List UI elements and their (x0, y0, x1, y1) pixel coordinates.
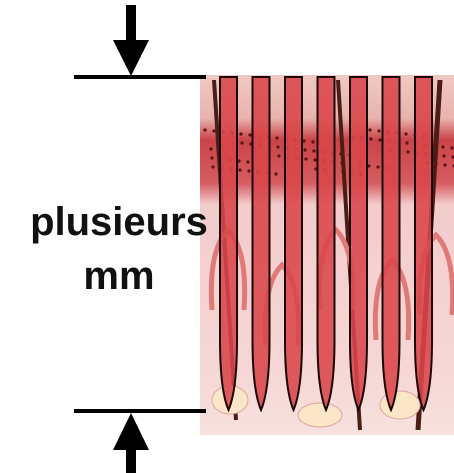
cell-dot (210, 156, 213, 159)
arrow-up-icon (113, 413, 149, 473)
cell-dot (443, 163, 446, 166)
cell-dot (313, 158, 316, 161)
cell-dot (434, 162, 437, 165)
microneedle (318, 77, 335, 410)
arrow-down-icon (113, 5, 149, 76)
cell-dot (405, 141, 408, 144)
cell-dot (275, 136, 278, 139)
cell-dot (404, 132, 407, 135)
cell-dot (238, 168, 241, 171)
cell-dot (276, 145, 279, 148)
cell-dot (378, 138, 381, 141)
cell-dot (274, 172, 277, 175)
microneedle (253, 77, 270, 410)
cell-dot (248, 133, 251, 136)
cell-dot (240, 141, 243, 144)
cell-dot (441, 145, 444, 148)
cell-dot (376, 165, 379, 168)
cell-dot (341, 170, 344, 173)
measurement-label-line1: plusieurs (0, 198, 238, 246)
microneedle (350, 77, 367, 410)
microneedle (415, 77, 432, 410)
cell-dot (212, 129, 215, 132)
cell-dot (433, 153, 436, 156)
cell-dot (209, 147, 212, 150)
cell-dot (312, 149, 315, 152)
cell-dot (311, 140, 314, 143)
cell-dot (406, 150, 409, 153)
measurement-label-line2: mm (0, 252, 238, 300)
cell-dot (277, 154, 280, 157)
cell-dot (304, 157, 307, 160)
cell-dot (303, 148, 306, 151)
cell-dot (203, 128, 206, 131)
cell-dot (450, 146, 453, 149)
cell-dot (247, 169, 250, 172)
cell-dot (246, 160, 249, 163)
cell-dot (339, 152, 342, 155)
cell-dot (340, 161, 343, 164)
cell-dot (239, 132, 242, 135)
cell-dot (368, 128, 371, 131)
cell-dot (442, 154, 445, 157)
cell-dot (369, 137, 372, 140)
microneedle (285, 77, 302, 410)
cell-dot (211, 165, 214, 168)
microneedle (383, 77, 400, 410)
cell-dot (377, 129, 380, 132)
